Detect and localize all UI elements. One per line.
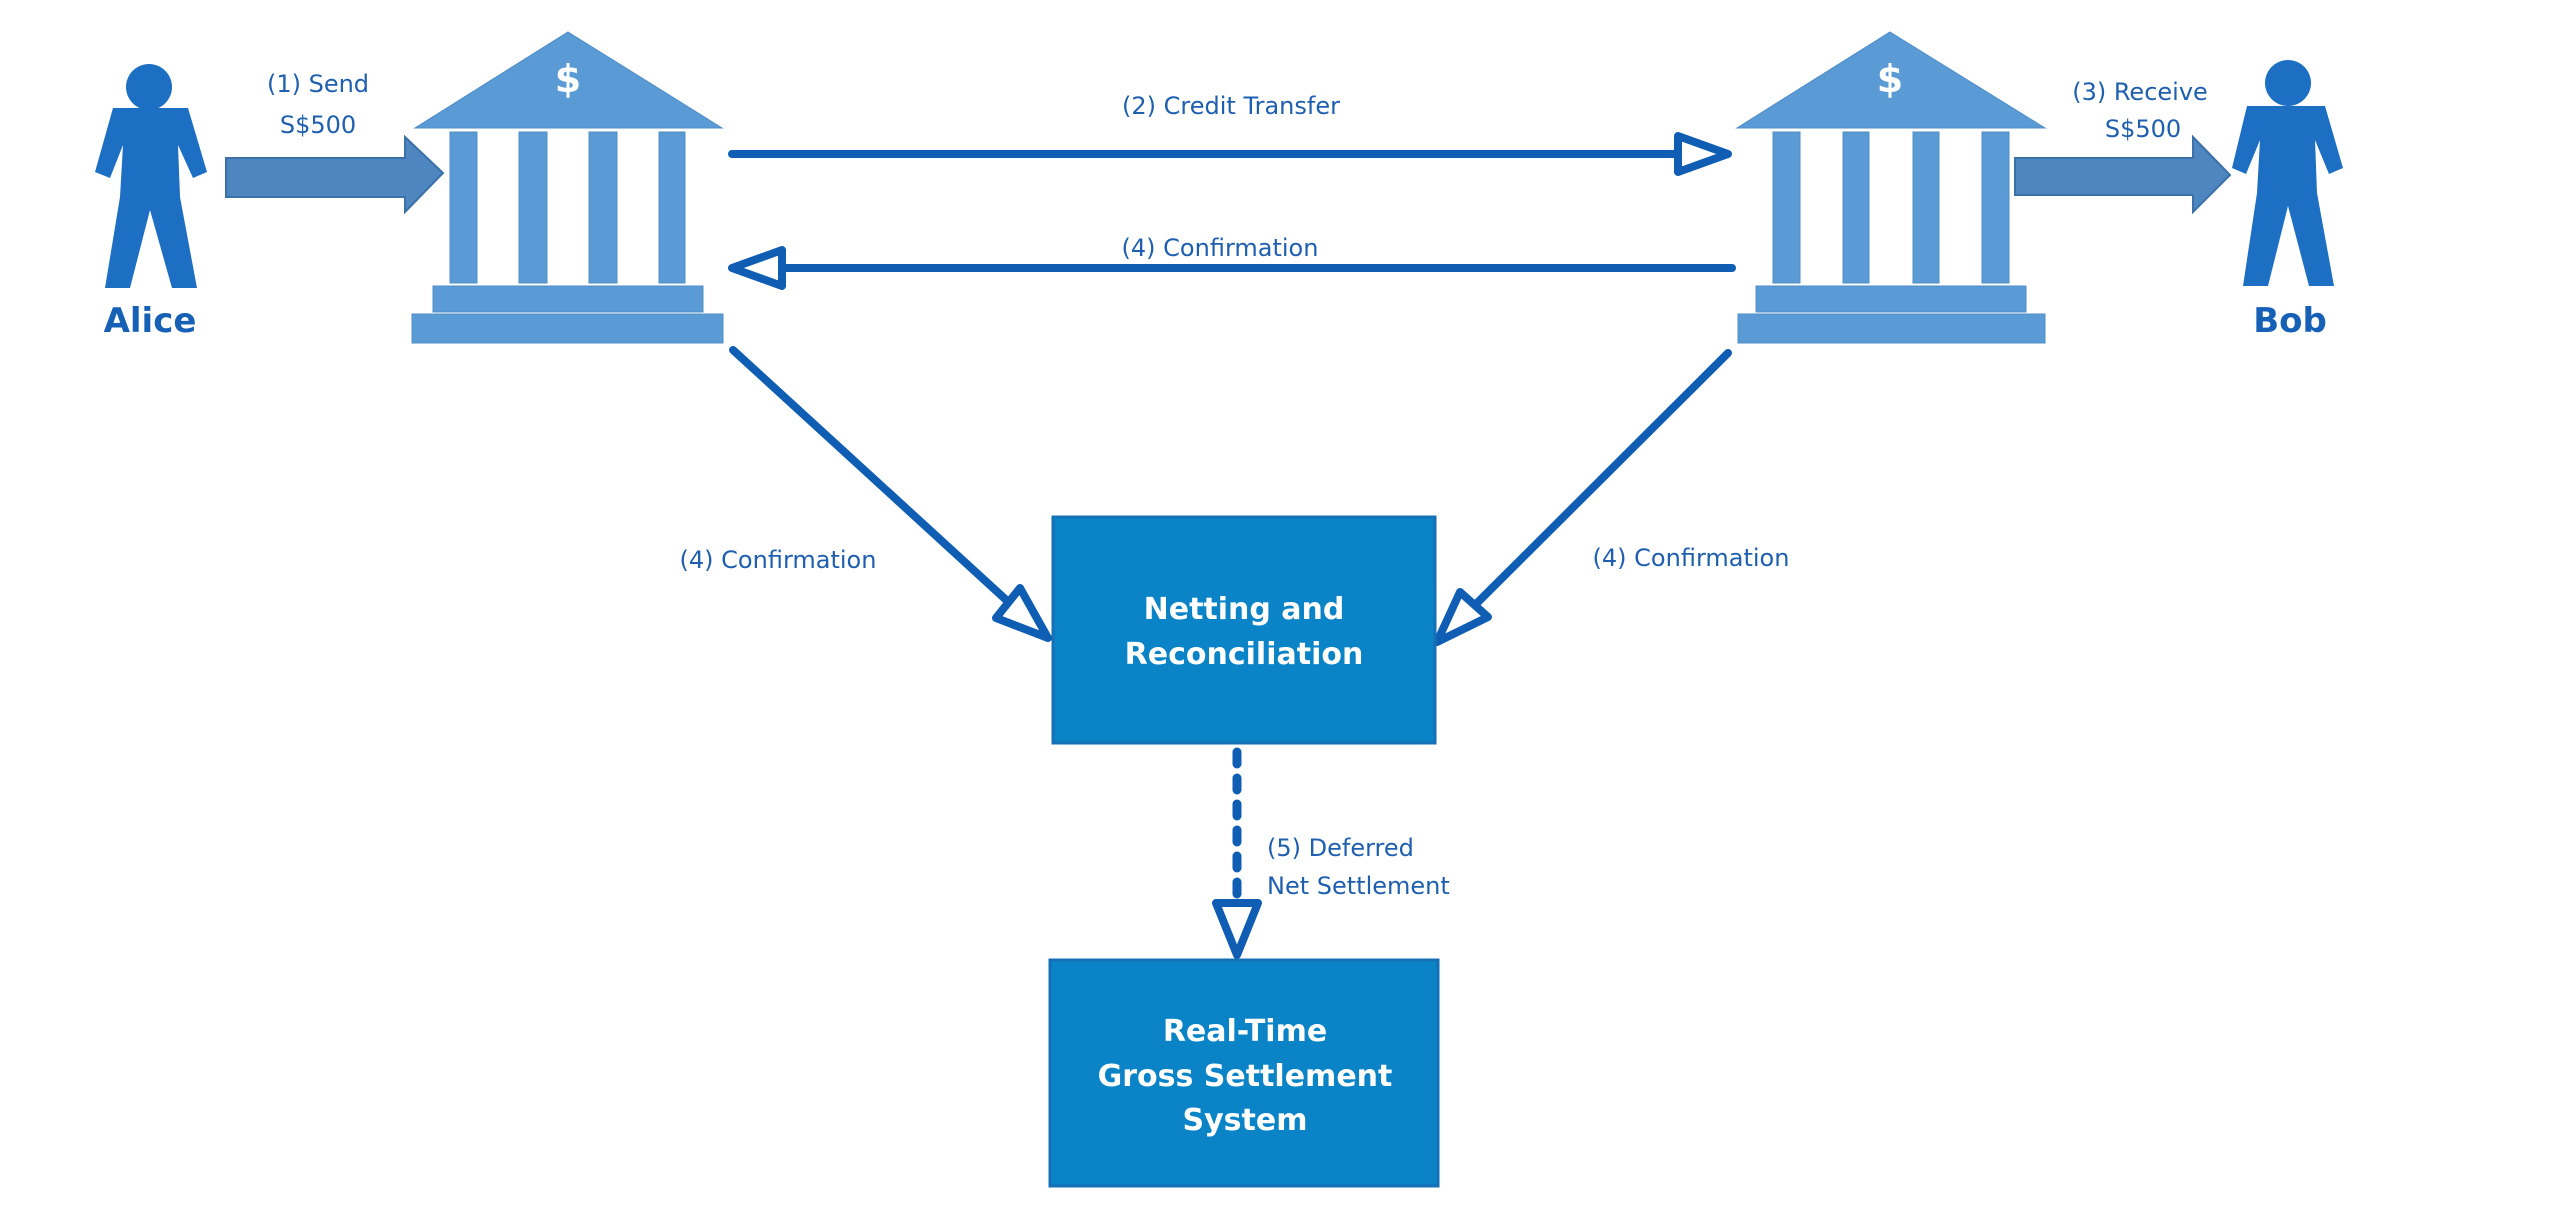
receiver-name: Bob (2253, 301, 2327, 341)
deferred-settlement-arrow: (5) Deferred Net Settlement (1212, 747, 1450, 959)
arrowhead-right-icon (1674, 132, 1732, 176)
dollar-icon: $ (555, 57, 581, 101)
send-arrow: (1) Send S$500 (225, 70, 445, 215)
arrowhead-down-icon (1212, 899, 1262, 959)
arrowhead-left-icon (728, 246, 786, 290)
bank-icon (1735, 31, 2047, 344)
deferred-label-line2: Net Settlement (1267, 872, 1450, 900)
rtgs-box-line3: System (1183, 1103, 1308, 1138)
confirmation-top-label: (4) Confirmation (1122, 234, 1319, 262)
receive-arrow: (3) Receive S$500 (2014, 78, 2232, 215)
arrowhead-diagonal-icon (992, 584, 1052, 642)
confirmation-left-label: (4) Confirmation (680, 546, 877, 574)
receiver-bank: $ (1735, 31, 2047, 344)
send-arrow-shape (225, 134, 445, 215)
netting-box-line1: Netting and (1144, 592, 1345, 627)
netting-reconciliation-box: Netting and Reconciliation (1051, 515, 1437, 745)
receive-label-line2: S$500 (2105, 115, 2181, 143)
rtgs-box-line1: Real-Time (1163, 1014, 1327, 1049)
dollar-icon: $ (1877, 57, 1903, 101)
confirmation-top-arrow: (4) Confirmation (728, 234, 1736, 290)
confirmation-right-label: (4) Confirmation (1593, 544, 1790, 572)
receiver-actor: Bob (2232, 60, 2343, 341)
receive-arrow-shape (2014, 134, 2232, 215)
sender-actor: Alice (95, 64, 207, 341)
credit-transfer-arrow: (2) Credit Transfer (728, 92, 1732, 176)
netting-box-line2: Reconciliation (1125, 637, 1364, 672)
rtgs-box-shape (1048, 958, 1440, 1188)
confirmation-right-line (1464, 349, 1732, 616)
arrowhead-diagonal-icon (1433, 588, 1492, 646)
rtgs-box-line2: Gross Settlement (1098, 1059, 1393, 1094)
send-label-line2: S$500 (280, 111, 356, 139)
sender-name: Alice (104, 301, 197, 341)
person-icon (2232, 60, 2343, 286)
sender-bank: $ (411, 31, 724, 344)
send-label-line1: (1) Send (267, 70, 369, 98)
bank-icon (411, 31, 724, 344)
receive-label-line1: (3) Receive (2072, 78, 2208, 106)
person-icon (95, 64, 207, 288)
deferred-label-line1: (5) Deferred (1267, 834, 1414, 862)
credit-transfer-label: (2) Credit Transfer (1122, 92, 1340, 120)
confirmation-left-line (729, 346, 1019, 612)
confirmation-right-arrow: (4) Confirmation (1433, 349, 1790, 646)
netting-box-shape (1051, 515, 1437, 745)
rtgs-box: Real-Time Gross Settlement System (1048, 958, 1440, 1188)
confirmation-left-arrow: (4) Confirmation (680, 346, 1052, 642)
